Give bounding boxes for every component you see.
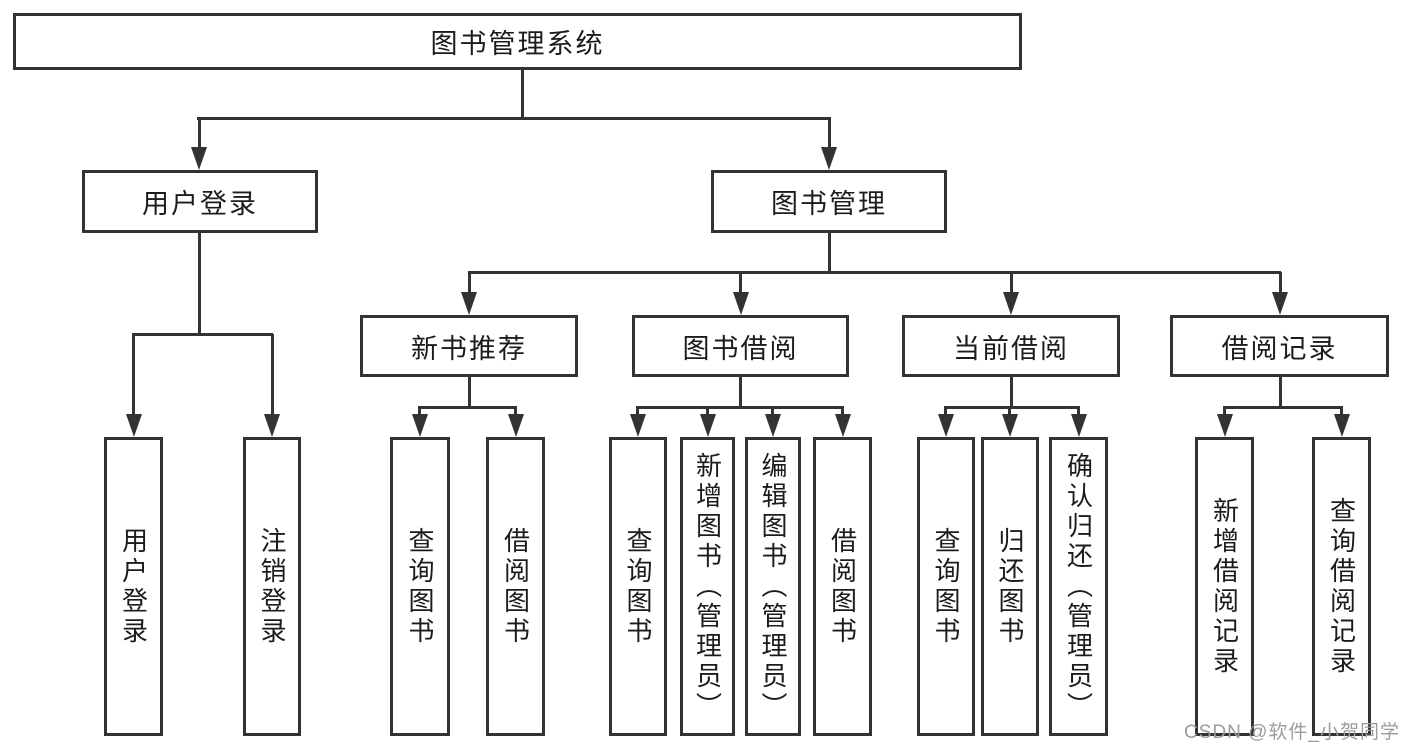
node-root: 图书管理系统 (13, 13, 1022, 70)
connector-arrowhead (700, 414, 716, 437)
connector-vline (828, 118, 831, 149)
connector-vline (771, 407, 774, 416)
connector-vline (739, 377, 742, 407)
leaf-add-book-admin: 新增图书（管理员） (680, 437, 735, 736)
connector-arrowhead (191, 147, 207, 170)
leaf-query-borrow-record: 查询借阅记录 (1312, 437, 1371, 736)
connector-vline (521, 68, 524, 118)
node-current-borrow: 当前借阅 (902, 315, 1120, 377)
node-book-borrow-label: 图书借阅 (682, 333, 799, 364)
leaf-add-borrow-record: 新增借阅记录 (1195, 437, 1254, 736)
watermark: CSDN @软件_小贺同学 (1184, 722, 1400, 743)
connector-vline (418, 407, 421, 416)
connector-vline (636, 407, 639, 416)
connector-arrowhead (1003, 292, 1019, 315)
connector-hline (1223, 406, 1343, 409)
leaf-confirm-return-admin-label: 确认归还（管理员） (1063, 451, 1094, 722)
connector-vline (1008, 407, 1011, 416)
connector-hline (944, 406, 1080, 409)
connector-vline (1279, 272, 1282, 295)
connector-vline (1279, 377, 1282, 407)
connector-vline (132, 334, 135, 416)
connector-hline (468, 271, 1281, 274)
connector-vline (1010, 377, 1013, 407)
connector-arrowhead (630, 414, 646, 437)
connector-arrowhead (835, 414, 851, 437)
leaf-query-books-current: 查询图书 (917, 437, 975, 736)
connector-hline (132, 333, 273, 336)
node-book-borrow: 图书借阅 (632, 315, 849, 377)
connector-vline (828, 233, 831, 274)
leaf-query-books-recommend-label: 查询图书 (405, 526, 435, 647)
leaf-borrow-books-recommend: 借阅图书 (486, 437, 545, 736)
leaf-borrow-books-recommend-label: 借阅图书 (500, 526, 531, 647)
connector-arrowhead (126, 414, 142, 437)
leaf-user-login: 用户登录 (104, 437, 163, 736)
node-book-management-label: 图书管理 (771, 189, 887, 219)
leaf-borrow-books-label: 借阅图书 (827, 526, 858, 647)
connector-vline (1340, 407, 1343, 416)
leaf-return-book-label: 归还图书 (995, 526, 1025, 647)
connector-vline (468, 272, 471, 295)
node-root-label: 图书管理系统 (430, 29, 605, 59)
leaf-edit-book-admin: 编辑图书（管理员） (745, 437, 801, 736)
leaf-user-login-label: 用户登录 (118, 526, 149, 647)
leaf-borrow-books: 借阅图书 (813, 437, 872, 736)
node-borrow-records-label: 借阅记录 (1221, 333, 1338, 364)
leaf-add-book-admin-label: 新增图书（管理员） (692, 451, 723, 722)
node-new-book-recommend: 新书推荐 (360, 315, 578, 377)
leaf-query-borrow-record-label: 查询借阅记录 (1326, 496, 1357, 677)
node-book-management: 图书管理 (711, 170, 947, 233)
connector-vline (468, 377, 471, 407)
connector-vline (198, 118, 201, 149)
connector-vline (271, 334, 274, 416)
connector-vline (706, 407, 709, 416)
leaf-query-books-recommend: 查询图书 (390, 437, 450, 736)
connector-arrowhead (1002, 414, 1018, 437)
connector-vline (739, 272, 742, 295)
leaf-logout: 注销登录 (243, 437, 301, 736)
connector-arrowhead (1272, 292, 1288, 315)
connector-vline (944, 407, 947, 416)
leaf-query-books-current-label: 查询图书 (931, 526, 961, 647)
connector-vline (514, 407, 517, 416)
connector-arrowhead (1334, 414, 1350, 437)
connector-arrowhead (1217, 414, 1233, 437)
node-borrow-records: 借阅记录 (1170, 315, 1389, 377)
connector-hline (636, 406, 844, 409)
node-new-book-recommend-label: 新书推荐 (411, 333, 527, 364)
connector-vline (841, 407, 844, 416)
leaf-return-book: 归还图书 (981, 437, 1039, 736)
leaf-logout-label: 注销登录 (257, 526, 287, 647)
leaf-confirm-return-admin: 确认归还（管理员） (1049, 437, 1108, 736)
connector-vline (1077, 407, 1080, 416)
connector-arrowhead (733, 292, 749, 315)
connector-arrowhead (938, 414, 954, 437)
leaf-add-borrow-record-label: 新增借阅记录 (1209, 496, 1240, 677)
connector-hline (197, 117, 831, 120)
connector-arrowhead (508, 414, 524, 437)
leaf-edit-book-admin-label: 编辑图书（管理员） (758, 451, 788, 722)
connector-hline (418, 406, 517, 409)
leaf-query-books-borrow-label: 查询图书 (623, 526, 653, 647)
leaf-query-books-borrow: 查询图书 (609, 437, 667, 736)
node-current-borrow-label: 当前借阅 (953, 333, 1069, 364)
connector-vline (198, 233, 201, 334)
connector-vline (1223, 407, 1226, 416)
connector-arrowhead (821, 147, 837, 170)
connector-arrowhead (264, 414, 280, 437)
connector-arrowhead (412, 414, 428, 437)
node-user-login-label: 用户登录 (142, 189, 258, 219)
connector-arrowhead (1071, 414, 1087, 437)
connector-arrowhead (765, 414, 781, 437)
node-user-login: 用户登录 (82, 170, 318, 233)
connector-arrowhead (461, 292, 477, 315)
connector-vline (1010, 272, 1013, 295)
